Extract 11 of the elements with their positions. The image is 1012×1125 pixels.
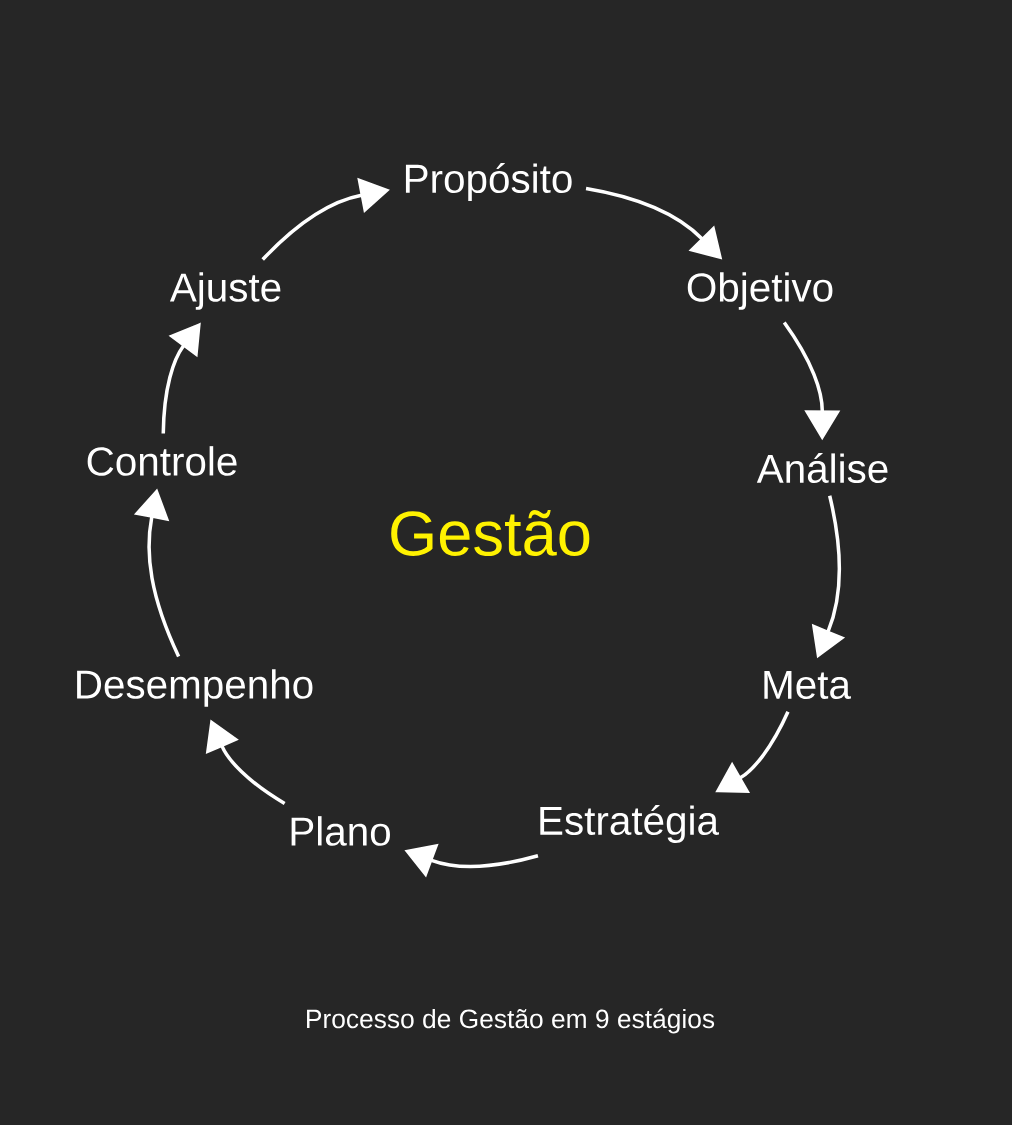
stage-label: Ajuste <box>169 272 281 310</box>
stage-label: Plano <box>291 816 390 846</box>
stage-label: Desempenho <box>77 669 313 707</box>
stage-label: Controle <box>87 446 237 476</box>
caption: Processo de Gestão em 9 estágios <box>307 1008 715 1034</box>
stage-label: Estratégia <box>540 804 719 844</box>
stage-label: Objetivo <box>687 272 833 310</box>
stage-label: Análise <box>756 452 888 484</box>
stage-label: Meta <box>764 670 851 700</box>
center-title: Gestão <box>391 510 590 556</box>
stage-label: Propósito <box>405 162 572 202</box>
